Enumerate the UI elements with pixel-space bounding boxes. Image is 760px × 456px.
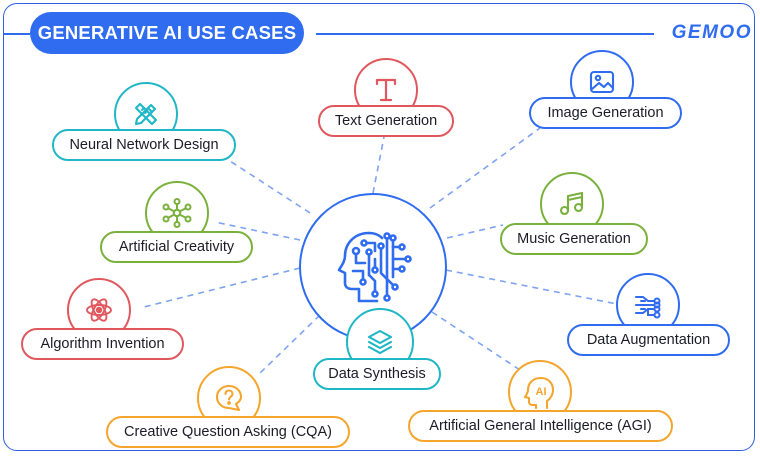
ai-badge-text: AI: [536, 386, 547, 398]
image-icon: [589, 70, 615, 94]
question-bubble-icon: [215, 384, 243, 412]
connector-data-augmentation: [445, 269, 618, 305]
brand-logo: GEMOO: [671, 22, 752, 43]
pencil-ruler-icon: [134, 102, 158, 126]
algorithm-invention-label: Algorithm Invention: [21, 328, 184, 360]
music-generation-label: Music Generation: [500, 223, 648, 255]
connector-cqa: [257, 314, 321, 376]
data-branches-icon: [635, 296, 661, 319]
layers-icon: [367, 329, 393, 355]
network-nodes-icon: [162, 198, 192, 228]
agi-label: Artificial General Intelligence (AGI): [408, 410, 673, 442]
connector-artificial-creativity: [214, 221, 301, 241]
connector-image-generation: [429, 127, 541, 209]
cqa-label: Creative Question Asking (CQA): [106, 416, 350, 448]
image-generation-label: Image Generation: [529, 97, 682, 129]
header-rule-right: [316, 33, 654, 35]
artificial-creativity-label: Artificial Creativity: [100, 231, 253, 263]
data-augmentation-label: Data Augmentation: [567, 324, 730, 356]
header-rule-left: [3, 33, 30, 35]
diagram-title: GENERATIVE AI USE CASES: [30, 12, 304, 54]
neural-network-design-label: Neural Network Design: [52, 129, 236, 161]
connector-agi: [431, 311, 521, 371]
text-generation-label: Text Generation: [318, 105, 454, 137]
data-synthesis-label: Data Synthesis: [313, 358, 441, 390]
connector-text-generation: [372, 136, 385, 194]
ai-brain-circuit-icon: [337, 231, 412, 303]
ai-head-icon: AI: [523, 376, 555, 409]
music-note-icon: [559, 191, 584, 216]
atom-icon: [86, 298, 112, 322]
letter-t-icon: [375, 78, 397, 102]
connector-algorithm-invention: [139, 267, 301, 309]
connector-neural-network-design: [229, 160, 311, 214]
connector-music-generation: [446, 224, 504, 239]
